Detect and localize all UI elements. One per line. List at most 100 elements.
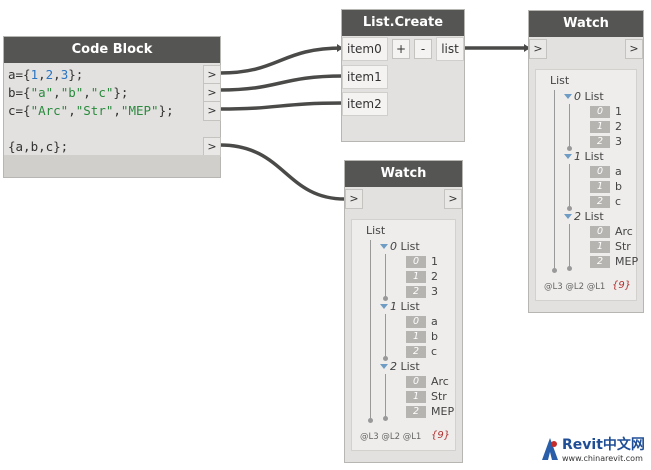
expand-arrow-icon[interactable]	[564, 154, 572, 159]
remove-input-button[interactable]: -	[414, 39, 432, 59]
code-token: 3	[60, 67, 69, 82]
sublist-label-text: List	[397, 240, 420, 253]
watch-sublist-label[interactable]: 1 List	[390, 300, 420, 313]
list-create-title[interactable]: List.Create	[342, 10, 464, 36]
expand-arrow-icon[interactable]	[564, 94, 572, 99]
revit-logo-watermark: Revit中文网 www.chinarevit.com	[540, 432, 645, 466]
code-token: ,	[53, 85, 61, 100]
item-value: 1	[615, 105, 622, 118]
tree-line-sublist	[385, 314, 386, 358]
item-value: a	[431, 315, 438, 328]
code-token: ,	[113, 103, 121, 118]
code-token: {a,b,c};	[8, 139, 69, 154]
add-input-button[interactable]: +	[392, 39, 410, 59]
tree-end-dot-sublist	[567, 206, 572, 211]
code-output-port-abc[interactable]: >	[203, 137, 221, 157]
item-value: Arc	[431, 375, 449, 388]
code-token: c={	[8, 103, 31, 118]
wire-abc-to-watch-bottom	[219, 143, 346, 201]
wire-b-to-item1	[219, 74, 344, 92]
code-output-port-a[interactable]: >	[203, 65, 221, 85]
code-token: };	[113, 85, 129, 100]
list-create-node[interactable]: List.Create item0 item1 item2 + - list	[341, 9, 465, 142]
item-value: c	[615, 195, 622, 208]
watch-title[interactable]: Watch	[529, 11, 643, 37]
item-index-badge: 0	[406, 256, 426, 268]
code-line-1-text: a={1,2,3};	[8, 67, 83, 82]
item-index-badge: 1	[590, 181, 610, 193]
tree-line-root	[554, 90, 555, 270]
watch-sublist-label[interactable]: 1 List	[574, 150, 604, 163]
code-output-port-b[interactable]: >	[203, 83, 221, 103]
expand-arrow-icon[interactable]	[564, 214, 572, 219]
code-line-2-text: b={"a","b","c"};	[8, 85, 128, 100]
watch-title[interactable]: Watch	[345, 161, 462, 187]
code-line-3: c={"Arc","Str","MEP"};	[8, 103, 174, 118]
code-line-1: a={1,2,3};	[8, 67, 83, 82]
code-block-node[interactable]: Code Block a={1,2,3}; b={"a","b","c"}; c…	[3, 36, 221, 178]
input-port-item2[interactable]: item2	[342, 92, 388, 116]
item-value: 2	[615, 120, 622, 133]
code-output-port-c[interactable]: >	[203, 101, 221, 121]
code-token: ,	[83, 85, 91, 100]
code-token: "a"	[30, 85, 54, 100]
item-value: c	[431, 345, 438, 358]
item-value: Str	[431, 390, 447, 403]
tree-end-dot-sublist	[383, 296, 388, 301]
tree-line-sublist	[385, 254, 386, 298]
item-index-badge: 2	[590, 256, 610, 268]
code-block-title[interactable]: Code Block	[4, 37, 220, 63]
item-index-badge: 2	[590, 136, 610, 148]
item-index-badge: 2	[590, 196, 610, 208]
code-token: ,	[53, 67, 61, 82]
watch-input-port[interactable]: >	[345, 189, 363, 209]
input-port-item0[interactable]: item0	[342, 37, 388, 61]
input-port-item1[interactable]: item1	[342, 65, 388, 89]
watch-sublist-label[interactable]: 2 List	[574, 210, 604, 223]
code-token: "MEP"	[120, 103, 159, 118]
output-port-list[interactable]: list	[436, 37, 464, 61]
item-index-badge: 0	[590, 226, 610, 238]
sublist-label-text: List	[397, 300, 420, 313]
code-line-3-text: c={"Arc","Str","MEP"};	[8, 103, 174, 118]
code-token: "Arc"	[30, 103, 69, 118]
watch-output-port[interactable]: >	[444, 189, 462, 209]
code-line-5-text: {a,b,c};	[8, 139, 68, 154]
sublist-label-text: List	[581, 150, 604, 163]
watch-sublist-label[interactable]: 0 List	[574, 90, 604, 103]
item-value: b	[615, 180, 622, 193]
expand-arrow-icon[interactable]	[380, 304, 388, 309]
tree-line-sublist	[569, 224, 570, 268]
watch-sublist-label[interactable]: 0 List	[390, 240, 420, 253]
item-index-badge: 1	[406, 271, 426, 283]
code-line-5: {a,b,c};	[8, 139, 68, 154]
watch-sublist-label[interactable]: 2 List	[390, 360, 420, 373]
expand-arrow-icon[interactable]	[380, 364, 388, 369]
code-token: 1	[30, 67, 39, 82]
code-block-footer	[4, 155, 220, 177]
code-token: a={	[8, 67, 31, 82]
list-levels-indicator: @L3 @L2 @L1	[360, 432, 422, 442]
code-token: ,	[38, 67, 46, 82]
expand-arrow-icon[interactable]	[380, 244, 388, 249]
sublist-index: 0	[574, 90, 581, 103]
watch-input-port[interactable]: >	[529, 39, 547, 59]
port-arrow-item0	[337, 44, 343, 52]
code-token: b={	[8, 85, 31, 100]
item-index-badge: 2	[406, 286, 426, 298]
sublist-label-text: List	[581, 210, 604, 223]
sublist-index: 0	[390, 240, 397, 253]
sublist-label-text: List	[397, 360, 420, 373]
watch-root-list-label: List	[550, 74, 570, 87]
watch-output-port[interactable]: >	[625, 39, 643, 59]
logo-icon	[542, 438, 558, 460]
code-token: };	[158, 103, 174, 118]
item-value: Str	[615, 240, 631, 253]
item-value: 3	[615, 135, 622, 148]
item-value: 1	[431, 255, 438, 268]
